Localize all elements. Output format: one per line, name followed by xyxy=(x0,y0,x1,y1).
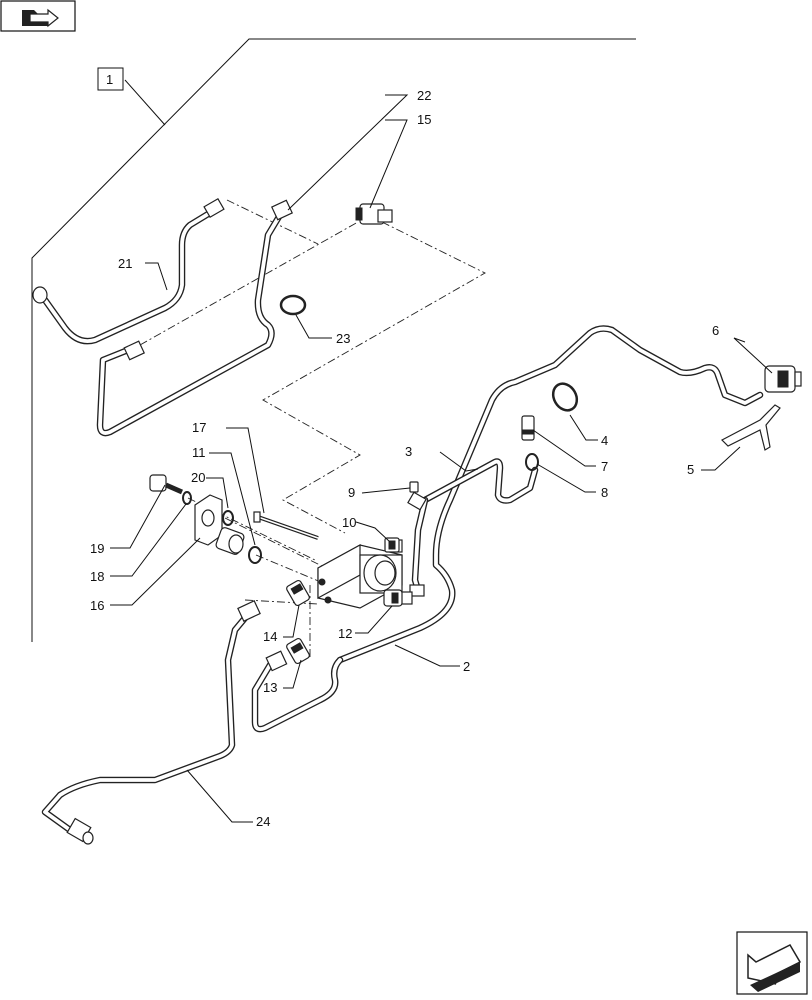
bolt-19 xyxy=(149,474,184,495)
label-13: 13 xyxy=(263,680,277,695)
label-16: 16 xyxy=(90,598,104,613)
label-12: 12 xyxy=(338,626,352,641)
fitting-7 xyxy=(521,415,535,441)
pipe-3 xyxy=(407,458,539,597)
next-page-arrow-icon[interactable] xyxy=(736,931,808,995)
label-11: 11 xyxy=(192,445,206,460)
fitting-10 xyxy=(384,537,400,553)
label-8: 8 xyxy=(601,485,608,500)
label-4: 4 xyxy=(601,433,608,448)
label-24: 24 xyxy=(256,814,270,829)
label-9: 9 xyxy=(348,485,355,500)
label-22: 22 xyxy=(417,88,431,103)
screw-9 xyxy=(409,481,419,493)
label-5: 5 xyxy=(687,462,694,477)
pipe-22 xyxy=(96,199,294,437)
label-3: 3 xyxy=(405,444,412,459)
label-15: 15 xyxy=(417,112,431,127)
label-14: 14 xyxy=(263,629,277,644)
elbow-fitting-15 xyxy=(355,203,393,225)
label-21: 21 xyxy=(118,256,132,271)
bracket-5 xyxy=(720,404,781,451)
valve-block xyxy=(317,539,413,609)
label-7: 7 xyxy=(601,459,608,474)
fitting-13 xyxy=(286,637,310,665)
label-20: 20 xyxy=(191,470,205,485)
callout-labels: 1 22 15 21 23 6 17 4 3 11 5 7 20 9 8 10 … xyxy=(90,72,719,829)
washer-8 xyxy=(525,453,539,471)
label-2: 2 xyxy=(463,659,470,674)
label-19: 19 xyxy=(90,541,104,556)
assembly-bracket xyxy=(31,38,636,642)
label-6: 6 xyxy=(712,323,719,338)
fitting-12 xyxy=(383,589,403,607)
clamp-4 xyxy=(551,382,579,412)
label-box-1 xyxy=(97,67,124,91)
folder-back-arrow-icon[interactable] xyxy=(0,0,76,32)
coupling-6 xyxy=(764,365,802,393)
o-ring-20 xyxy=(222,510,234,526)
washer-18 xyxy=(182,491,192,505)
bolt-17 xyxy=(253,511,319,540)
label-10: 10 xyxy=(342,515,356,530)
label-18: 18 xyxy=(90,569,104,584)
o-ring-11 xyxy=(248,546,262,564)
fitting-14 xyxy=(286,579,310,607)
pipe-2 xyxy=(251,325,764,733)
hose-clamp-23 xyxy=(279,294,307,316)
label-23: 23 xyxy=(336,331,350,346)
pipe-21 xyxy=(32,197,225,345)
bracket-16 xyxy=(194,494,245,555)
label-17: 17 xyxy=(192,420,206,435)
label-1: 1 xyxy=(106,72,113,87)
leader-lines xyxy=(110,79,773,823)
pipe-24 xyxy=(41,600,261,845)
